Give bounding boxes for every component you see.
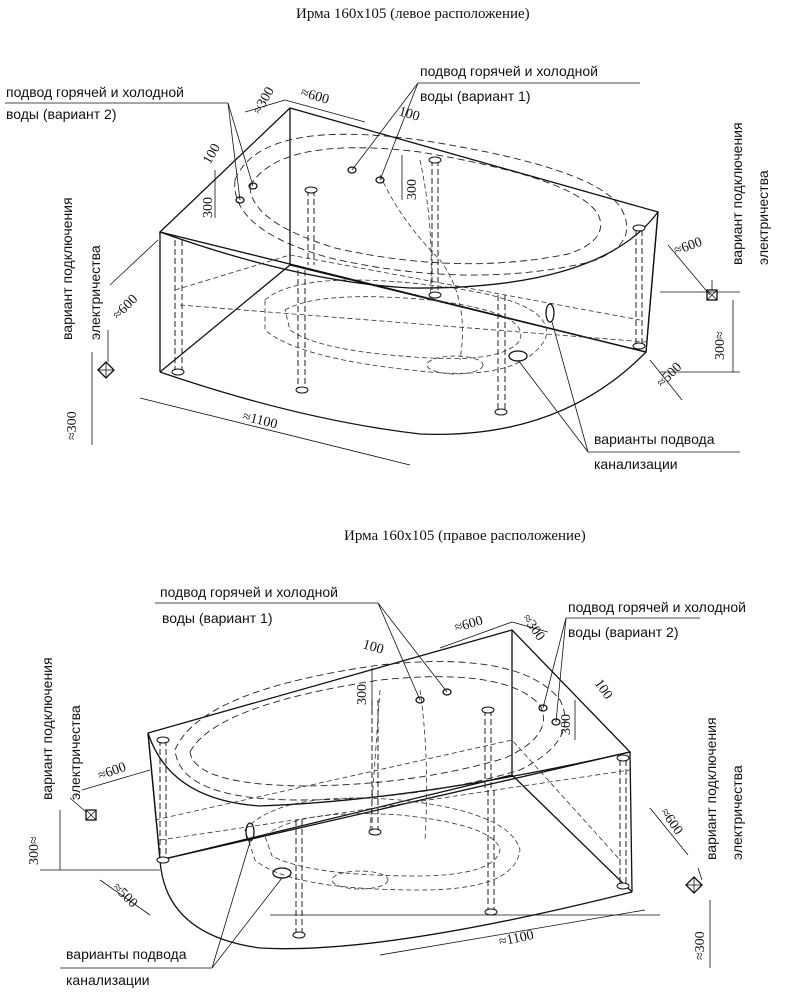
label-water-v2-line1: подвод горячей и холодной — [6, 84, 184, 100]
label-drain-line2-right: канализации — [66, 972, 150, 988]
dim-600-top: ≈600 — [299, 85, 331, 107]
electric-marker-left-right — [85, 809, 97, 821]
label-water-v1-line2-right: воды (вариант 1) — [162, 610, 272, 626]
dim-500: ≈500 — [654, 360, 685, 391]
label-electric-right-line1-right: вариант подключения — [703, 717, 719, 860]
label-water-v2-line2: воды (вариант 2) — [6, 106, 116, 122]
dim-300-left-right: 300≈ — [27, 836, 42, 865]
label-water-v2-line1-right: подвод горячей и холодной — [568, 599, 746, 615]
label-electric-left-line2: электричества — [87, 245, 103, 340]
label-electric-right-line2: электричества — [755, 170, 771, 265]
leader-lines-right — [60, 602, 703, 969]
tub-top-outline — [158, 107, 659, 353]
dim-100-b-right: 100 — [591, 677, 615, 703]
dim-600-left-right: ≈600 — [96, 760, 128, 784]
tub-shell-left — [174, 133, 647, 375]
water-v1-point-a — [347, 166, 357, 174]
front-panel-bottom-right — [159, 859, 633, 950]
electric-marker-left — [97, 361, 115, 379]
electric-marker-right-right — [685, 876, 703, 894]
tub-box-left — [158, 107, 659, 436]
dim-500-right: ≈500 — [109, 880, 140, 911]
dim-600-right: ≈600 — [672, 235, 704, 259]
dim-100-a-right: 100 — [361, 637, 385, 657]
label-drain-line1: варианты подвода — [594, 431, 715, 447]
water-v1-point-a-right — [415, 696, 425, 704]
tub-shell-right — [154, 661, 631, 891]
label-water-v1-line2: воды (вариант 1) — [420, 88, 530, 104]
drain-point-a — [508, 350, 528, 362]
dim-100-b: 100 — [397, 104, 421, 124]
drain-point-b-right — [245, 822, 255, 842]
diagram-left-layout: Ирма 160х105 (левое расположение) — [5, 6, 771, 472]
dim-300-right-right: ≈300 — [693, 931, 708, 960]
water-v2-point-a-right — [538, 704, 548, 712]
label-water-v1-line1: подвод горячей и холодной — [420, 63, 598, 79]
tub-top-outline-right — [147, 629, 632, 861]
label-electric-left-line1: вариант подключения — [59, 197, 75, 340]
label-electric-right-line2-right: электричества — [729, 765, 745, 860]
diagram-right-layout: Ирма 160х105 (правое расположение) — [27, 528, 746, 988]
dim-300-a-right: 300 — [355, 684, 370, 705]
dim-300-top-right: ≈300 — [519, 612, 548, 644]
water-v1-point-b-right — [442, 688, 452, 696]
dim-300-right: 300≈ — [713, 331, 728, 360]
label-electric-left-line2-right: электричества — [67, 705, 83, 800]
drain-point-a-right — [272, 867, 292, 879]
front-panel-bottom — [159, 351, 647, 436]
dim-1100: ≈1100 — [241, 409, 279, 432]
title-left-layout: Ирма 160х105 (левое расположение) — [296, 6, 530, 22]
tub-legs-right — [156, 700, 630, 939]
dim-100-a: 100 — [200, 141, 223, 167]
dimension-lines-right — [40, 621, 711, 968]
water-v1-point-b — [375, 176, 385, 184]
leader-lines-left — [5, 82, 740, 453]
label-electric-left-line1-right: вариант подключения — [39, 657, 55, 800]
tub-legs-left — [171, 156, 646, 416]
label-electric-right-line1: вариант подключения — [729, 122, 745, 265]
water-v2-point-b — [248, 182, 258, 190]
dimension-lines-left — [91, 99, 740, 466]
dim-300-left: ≈300 — [65, 411, 80, 440]
label-water-v2-line2-right: воды (вариант 2) — [568, 624, 678, 640]
label-drain-line1-right: варианты подвода — [66, 946, 187, 962]
front-panel-top-curve — [159, 211, 659, 289]
label-water-v1-line1-right: подвод горячей и холодной — [160, 584, 338, 600]
front-panel-top-curve-right — [147, 732, 631, 807]
dim-300-b: 300 — [405, 179, 420, 200]
title-right-layout: Ирма 160х105 (правое расположение) — [344, 528, 586, 544]
label-drain-line2: канализации — [594, 456, 678, 472]
drain-point-b — [545, 303, 555, 323]
dim-600-left: ≈600 — [110, 292, 141, 323]
electric-marker-right — [706, 289, 718, 301]
dim-600-top-right: ≈600 — [453, 614, 485, 636]
tub-box-right — [147, 629, 633, 950]
dim-300-top: ≈300 — [250, 85, 277, 117]
dim-300-a: 300 — [201, 197, 216, 218]
dim-300-b-right: 300 — [559, 714, 574, 735]
dim-1100-right: ≈1100 — [498, 928, 536, 950]
